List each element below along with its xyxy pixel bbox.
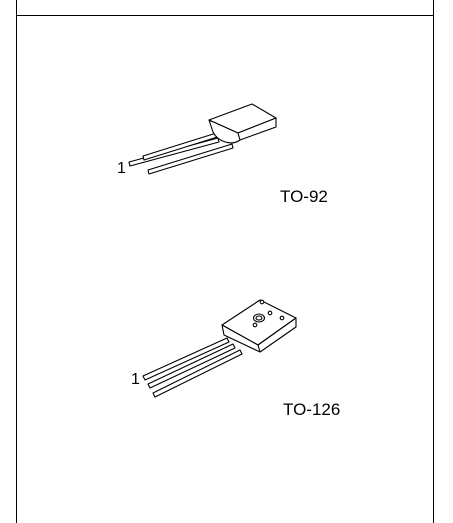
frame-top-border [16,15,434,16]
to92-package-name: TO-92 [280,187,328,206]
to92-pin1-label: 1 [117,160,126,177]
to126-mark [259,299,265,305]
to92-lead-3 [147,143,234,175]
to92-body-side [208,117,277,144]
to126-mark [279,315,285,321]
to126-mark [267,310,273,316]
to92-package-drawing [128,103,277,175]
to126-mark [252,322,258,328]
to126-package-name: TO-126 [283,400,341,419]
to126-lead-2 [147,343,236,389]
to126-pin1-label: 1 [131,371,140,388]
diagram-frame [16,0,434,523]
to126-lead-3 [152,349,243,398]
to126-package-drawing [142,299,297,398]
to126-lead-1 [142,337,230,381]
